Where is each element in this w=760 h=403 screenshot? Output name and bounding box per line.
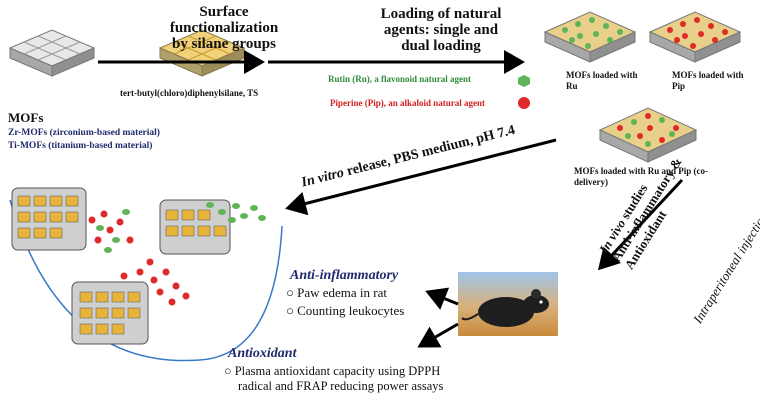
mof-plain-block <box>8 29 96 77</box>
released-mof-dual <box>11 187 134 253</box>
arrow-to-antioxidant <box>417 322 459 348</box>
anti-inflammatory-item-1-text: Paw edema in rat <box>297 285 387 300</box>
anti-inflammatory-item-2-text: Counting leukocytes <box>297 303 405 318</box>
loaded-ru-caption-line1: MOFs loaded with <box>566 70 638 80</box>
loaded-pip-caption-line2: Pip <box>672 81 686 91</box>
mouse-illustration <box>458 272 558 336</box>
released-mof-pip <box>71 258 190 345</box>
functionalization-title-line3: by silane groups <box>172 36 276 52</box>
silane-reagent: tert-butyl(chloro)diphenylsilane, TS <box>120 88 259 98</box>
zr-mofs-label: Zr-MOFs (zirconium-based material) <box>8 128 160 138</box>
mof-loaded-dual-block <box>598 107 698 163</box>
piperine-dot-icon <box>518 97 530 109</box>
antioxidant-line2: radical and FRAP reducing power assays <box>238 379 444 393</box>
mof-loaded-ru-block <box>543 11 637 63</box>
release-arrow <box>285 138 557 216</box>
loading-title-line2: agents: single and <box>383 22 499 38</box>
loading-title-line1: Loading of natural <box>380 6 502 22</box>
anti-inflammatory-item-1: ○ Paw edema in rat <box>286 285 387 300</box>
loading-title-line3: dual loading <box>401 38 481 54</box>
ti-mofs-label: Ti-MOFs (titanium-based material) <box>8 141 153 151</box>
mof-loaded-pip-block <box>648 11 742 63</box>
loaded-pip-caption: MOFs loaded with Pip <box>672 70 744 92</box>
piperine-label: Piperine (Pip), an alkaloid natural agen… <box>330 98 486 108</box>
arrow-to-anti-inflammatory <box>425 287 459 310</box>
loaded-pip-caption-line1: MOFs loaded with <box>672 70 744 80</box>
antioxidant-item: ○ Plasma antioxidant capacity using DPPH… <box>224 364 444 393</box>
functionalization-title: Surface functionalization by silane grou… <box>164 4 284 52</box>
invivo-arrow <box>597 178 684 271</box>
loaded-dual-caption-line2: delivery) <box>574 177 608 187</box>
antioxidant-heading: Antioxidant <box>228 346 297 361</box>
rutin-hexagon-icon <box>518 75 530 87</box>
released-mof-ru <box>159 199 266 255</box>
loaded-dual-caption-line1: MOFs loaded with Ru and Pip (co- <box>574 166 709 176</box>
antioxidant-line1: Plasma antioxidant capacity using DPPH <box>234 364 441 378</box>
functionalization-title-line1: Surface <box>199 4 249 20</box>
functionalization-title-line2: functionalization <box>169 20 279 36</box>
release-bowl-curve <box>9 199 283 362</box>
mofs-heading: MOFs <box>8 110 44 125</box>
anti-inflammatory-heading: Anti-inflammatory <box>290 268 399 283</box>
anti-inflammatory-item-2: ○ Counting leukocytes <box>286 303 405 318</box>
loading-title: Loading of natural agents: single and du… <box>376 6 506 54</box>
loaded-dual-caption: MOFs loaded with Ru and Pip (co- deliver… <box>574 166 708 188</box>
rutin-label: Rutin (Ru), a flavonoid natural agent <box>328 74 472 84</box>
loaded-ru-caption-line2: Ru <box>566 81 578 91</box>
loaded-ru-caption: MOFs loaded with Ru <box>566 70 638 92</box>
